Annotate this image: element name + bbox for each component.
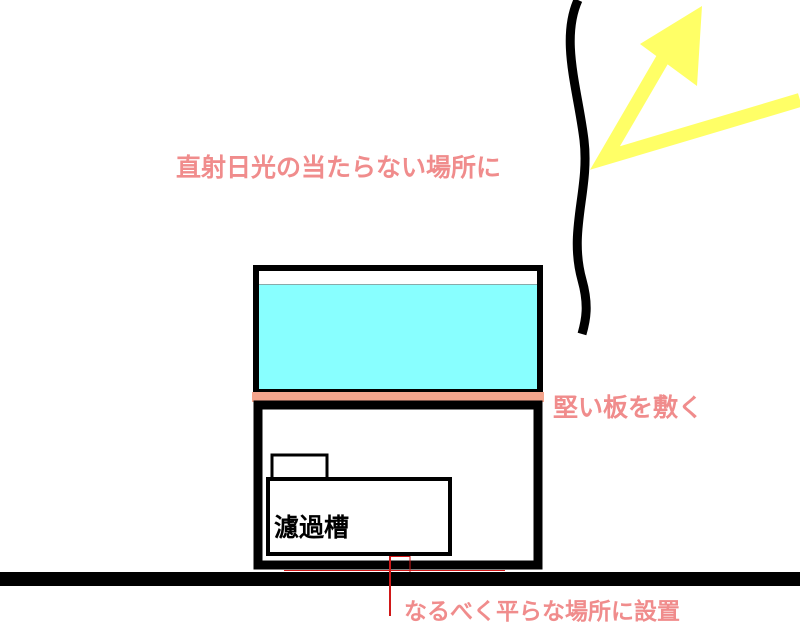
floor-note: なるべく平らな場所に設置: [404, 599, 680, 625]
hard-board: [252, 392, 544, 402]
filter-tank-label: 濾過槽: [274, 513, 350, 542]
floor-marker-icon: [284, 556, 505, 616]
floor: [0, 572, 800, 586]
filter-tank-lid: [270, 453, 329, 482]
stand-cabinet: [253, 400, 543, 570]
board-note: 堅い板を敷く: [553, 393, 704, 422]
window-wall-curve: [565, 0, 591, 336]
filter-tank: [266, 477, 452, 556]
water: [258, 284, 538, 391]
sunlight-note: 直射日光の当たらない場所に: [176, 153, 502, 182]
sunlight-arrow-icon: [590, 6, 800, 170]
